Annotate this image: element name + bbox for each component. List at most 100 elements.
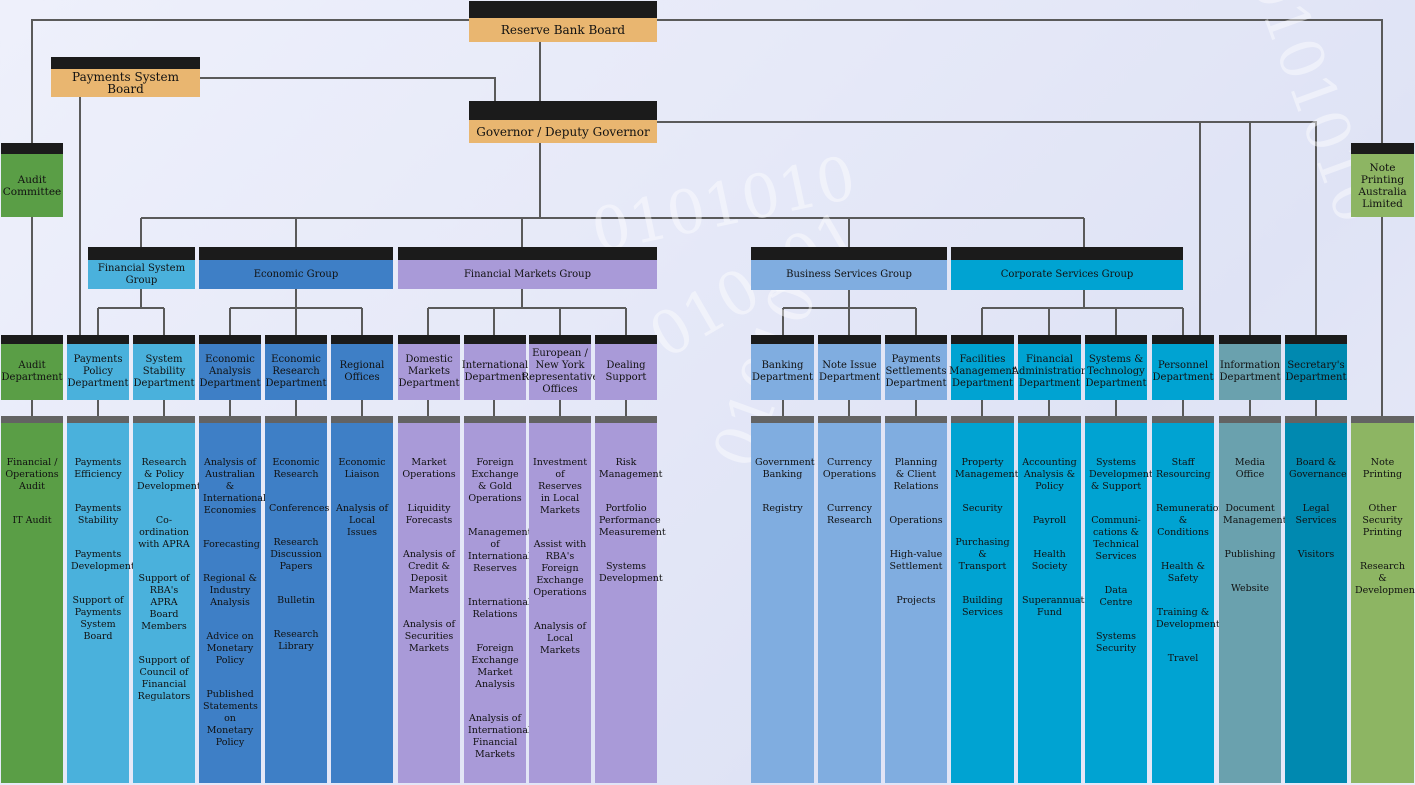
function-item: Travel	[1167, 653, 1199, 664]
function-item: Risk Management	[599, 457, 663, 480]
function-item: Communi-cations & Technical Services	[1091, 515, 1141, 562]
function-column: Economic Research Conferences Research D…	[265, 416, 330, 783]
function-item: Analysis of International Financial Mark…	[468, 713, 532, 760]
function-item: Economic Research	[272, 457, 320, 480]
function-column: Payments Efficiency Payments Stability P…	[67, 416, 140, 783]
function-item: IT Audit	[12, 515, 52, 526]
function-column: Risk Management Portfolio Performance Me…	[595, 416, 666, 783]
function-item: Analysis of Credit & Deposit Markets	[402, 549, 456, 596]
function-item: Published Statements on Monetary Policy	[203, 689, 258, 748]
financial-markets-group-box: Financial Markets Group	[398, 247, 657, 289]
function-column: Foreign Exchange & Gold Operations Manag…	[464, 416, 532, 783]
governor-box: Governor / Deputy Governor	[469, 101, 657, 143]
function-item: Planning & Client Relations	[893, 457, 939, 492]
department-box: Systems & Technology Department	[1085, 335, 1147, 400]
function-item: Operations	[889, 515, 943, 526]
department-box: Payments Settlements Department	[885, 335, 947, 400]
financial-system-group-box: Financial System Group	[88, 247, 195, 289]
function-item: Board & Governance	[1289, 457, 1347, 480]
function-item: Government Banking	[755, 457, 815, 480]
business-services-group-box: Business Services Group	[751, 247, 947, 290]
department-label: Information Department	[1219, 360, 1281, 383]
function-column: Analysis of Australian & International E…	[199, 416, 266, 783]
payments-system-board-box: Payments System Board	[51, 57, 200, 97]
department-box: Audit Department	[1, 335, 63, 400]
function-column: Accounting Analysis & Policy Payroll Hea…	[1018, 416, 1100, 783]
department-box: Dealing Support	[595, 335, 657, 400]
function-item: Research Library	[273, 629, 319, 652]
function-column: Currency Operations Currency Research	[818, 416, 881, 783]
function-item: Purchasing & Transport	[955, 537, 1010, 572]
department-label: Dealing Support	[605, 360, 647, 383]
department-box: Personnel Department	[1152, 335, 1214, 400]
function-item: Other Security Printing	[1362, 503, 1403, 538]
function-item: Payments Stability	[74, 503, 122, 526]
function-column: Board & Governance Legal Services Visito…	[1285, 416, 1347, 783]
function-column: Market Operations Liquidity Forecasts An…	[398, 416, 460, 783]
department-label: System Stability Department	[133, 354, 195, 389]
department-label: Payments Policy Department	[67, 354, 129, 389]
function-item: Media Office	[1234, 457, 1266, 480]
function-item: Financial / Operations Audit	[5, 457, 59, 492]
function-item: Data Centre	[1099, 585, 1133, 608]
function-item: Currency Research	[827, 503, 872, 526]
function-item: Document Management	[1223, 503, 1287, 526]
function-item: Remuneration & Conditions	[1156, 503, 1225, 538]
function-item: Investment of Reserves in Local Markets	[533, 457, 588, 516]
function-item: Publishing	[1224, 549, 1276, 560]
department-label: Personnel Department	[1152, 360, 1214, 383]
reserve-bank-board-box: Reserve Bank Board	[469, 1, 657, 42]
group-label: Economic Group	[253, 268, 339, 280]
function-item: Research Discussion Papers	[270, 537, 322, 572]
function-item: Note Printing	[1362, 457, 1403, 480]
function-item: Visitors	[1297, 549, 1335, 560]
department-box: European / New York Representative Offic…	[522, 335, 598, 400]
function-item: Property Management	[955, 457, 1019, 480]
function-item: Health Society	[1031, 549, 1068, 572]
function-item: Market Operations	[402, 457, 456, 480]
function-item: Payments Developments	[71, 549, 140, 572]
function-item: Staff Resourcing	[1156, 457, 1211, 480]
function-item: High-value Settlement	[889, 549, 943, 572]
function-item: Foreign Exchange Market Analysis	[471, 643, 519, 690]
function-item: Bulletin	[277, 595, 315, 606]
corporate-services-group-box: Corporate Services Group	[951, 247, 1183, 290]
department-label: International Department	[461, 360, 529, 383]
department-label: Financial Administration Department	[1011, 354, 1088, 389]
department-label: Payments Settlements Department	[885, 354, 947, 389]
department-box: Domestic Markets Department	[398, 335, 460, 400]
economic-group-box: Economic Group	[199, 247, 393, 289]
function-item: Foreign Exchange & Gold Operations	[468, 457, 522, 504]
function-item: Conferences	[269, 503, 330, 514]
function-item: Website	[1230, 583, 1270, 594]
function-item: Superannuation Fund	[1022, 595, 1100, 618]
function-item: Support of Payments System Board	[72, 595, 124, 642]
department-box: Note Issue Department	[818, 335, 881, 400]
function-item: Regional & Industry Analysis	[203, 573, 257, 608]
audit-committee-label: Audit Committee	[2, 173, 62, 198]
department-label: Banking Department	[752, 360, 813, 383]
function-item: Economic Liaison	[338, 457, 386, 480]
function-item: Accounting Analysis & Policy	[1022, 457, 1077, 492]
function-item: Support of RBA's APRA Board Members	[138, 573, 190, 632]
function-column: Economic Liaison Analysis of Local Issue…	[331, 416, 393, 783]
function-item: Research & Policy Development	[137, 457, 201, 492]
audit-committee-box: Audit Committee	[1, 143, 63, 217]
department-box: Payments Policy Department	[67, 335, 129, 400]
payments-system-board-label: Payments System Board	[72, 70, 179, 96]
department-label: Systems & Technology Department	[1085, 354, 1147, 389]
function-item: Co-ordination with APRA	[138, 515, 190, 550]
function-column: Research & Policy Development Co-ordinat…	[133, 416, 201, 783]
function-item: Assist with RBA's Foreign Exchange Opera…	[533, 539, 587, 598]
department-label: Economic Analysis Department	[199, 354, 261, 389]
group-label: Financial Markets Group	[463, 268, 592, 280]
function-column: Financial / Operations Audit IT Audit	[1, 416, 63, 783]
function-item: Systems Development	[599, 561, 663, 584]
function-item: Research & Development	[1355, 561, 1415, 596]
function-item: Management of International Reserves	[468, 527, 532, 574]
function-item: Analysis of Local Issues	[335, 503, 389, 538]
department-box: Facilities Management Department	[949, 335, 1016, 400]
function-item: Currency Operations	[822, 457, 877, 480]
group-label: Business Services Group	[786, 269, 912, 280]
